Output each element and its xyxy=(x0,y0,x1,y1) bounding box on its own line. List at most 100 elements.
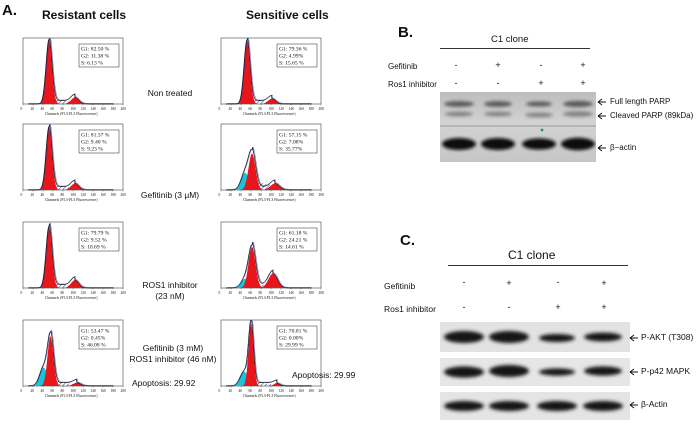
axis-tick: 180 xyxy=(111,193,117,197)
panel-c-gefitinib-label: Gefitinib xyxy=(384,281,416,291)
axis-tick: 160 xyxy=(101,389,107,393)
axis-tick: 20 xyxy=(31,107,35,111)
axis-tick: 20 xyxy=(229,389,233,393)
g1-stat: G1: 57.15 % xyxy=(279,133,308,139)
panel-c-band-actin: β-Actin xyxy=(641,399,668,409)
axis-tick: 100 xyxy=(71,389,77,393)
axis-tick: 0 xyxy=(21,107,23,111)
axis-label: Channels (FL3-FL3 Fluorescence) xyxy=(243,394,296,398)
panel-c-western-blot xyxy=(440,322,630,420)
axis-tick: 60 xyxy=(249,291,253,295)
axis-label: Channels (FL3-FL3 Fluorescence) xyxy=(243,296,296,300)
axis-tick: 100 xyxy=(269,389,275,393)
axis-tick: 200 xyxy=(121,107,127,111)
g2-stat: G2: 9.40 % xyxy=(81,140,107,146)
axis-tick: 180 xyxy=(309,291,315,295)
s-stat: S: 35.77% xyxy=(279,147,303,153)
axis-tick: 180 xyxy=(309,389,315,393)
axis-tick: 120 xyxy=(81,193,87,197)
g1-stat: G1: 79.79 % xyxy=(81,231,110,237)
panel-b-sign-r2-2: - xyxy=(496,78,500,88)
g1-stat: G1: 70.01 % xyxy=(279,329,308,335)
axis-tick: 40 xyxy=(41,389,45,393)
axis-tick: 180 xyxy=(111,291,117,295)
s-stat: S: 29.99 % xyxy=(279,343,304,349)
axis-tick: 40 xyxy=(239,193,243,197)
axis-tick: 80 xyxy=(61,291,65,295)
panel-b-clone-label: C1 clone xyxy=(491,34,529,45)
axis-tick: 0 xyxy=(21,193,23,197)
axis-label: Channels (FL3-FL3 Fluorescence) xyxy=(45,198,98,202)
panel-b-sign-r2-1: - xyxy=(454,78,458,88)
axis-tick: 140 xyxy=(91,389,97,393)
axis-label: Channels (FL3-FL3 Fluorescence) xyxy=(45,394,98,398)
axis-tick: 60 xyxy=(51,107,55,111)
axis-tick: 180 xyxy=(111,107,117,111)
panel-b-sign-r1-4: + xyxy=(580,60,586,70)
axis-tick: 160 xyxy=(101,107,107,111)
axis-tick: 60 xyxy=(249,193,253,197)
axis-label: Channels (FL3-FL3 Fluorescence) xyxy=(243,112,296,116)
apoptosis-resistant: Apoptosis: 29.92 xyxy=(132,378,196,388)
axis-tick: 120 xyxy=(279,291,285,295)
axis-tick: 160 xyxy=(101,291,107,295)
g1-stat: G1: 79.36 % xyxy=(279,47,308,53)
axis-tick: 180 xyxy=(309,107,315,111)
axis-tick: 100 xyxy=(269,193,275,197)
axis-tick: 40 xyxy=(41,193,45,197)
axis-tick: 60 xyxy=(249,389,253,393)
panel-c-ros1-label: Ros1 inhibitor xyxy=(384,304,436,314)
axis-tick: 200 xyxy=(121,193,127,197)
g1-stat: G1: 82.50 % xyxy=(81,47,110,53)
panel-b-ros1-label: Ros1 inhibitor xyxy=(388,80,437,89)
panel-c-sign-r1-2: + xyxy=(506,278,512,288)
s-stat: S: 10.69 % xyxy=(81,245,106,251)
axis-tick: 0 xyxy=(219,291,221,295)
panel-b-sign-r1-2: + xyxy=(495,60,501,70)
g1-stat: G1: 81.37 % xyxy=(81,133,110,139)
panel-b-letter: B. xyxy=(398,24,413,41)
axis-tick: 120 xyxy=(279,389,285,393)
axis-tick: 200 xyxy=(121,291,127,295)
axis-tick: 60 xyxy=(51,389,55,393)
axis-tick: 0 xyxy=(219,389,221,393)
axis-tick: 40 xyxy=(41,107,45,111)
axis-tick: 20 xyxy=(229,291,233,295)
panel-c-sign-r2-4: + xyxy=(601,302,607,312)
axis-tick: 120 xyxy=(279,107,285,111)
g1-stat: G1: 53.47 % xyxy=(81,329,110,335)
panel-c-sign-r1-3: - xyxy=(556,277,560,287)
g2-stat: G2: 0.45% xyxy=(81,336,106,342)
axis-tick: 160 xyxy=(299,389,305,393)
axis-tick: 140 xyxy=(289,291,295,295)
axis-tick: 140 xyxy=(91,107,97,111)
axis-tick: 80 xyxy=(259,291,263,295)
axis-tick: 100 xyxy=(71,193,77,197)
resistant-cells-header: Resistant cells xyxy=(42,8,127,22)
panel-c-sign-r2-1: - xyxy=(462,302,466,312)
axis-tick: 120 xyxy=(81,107,87,111)
axis-tick: 40 xyxy=(239,107,243,111)
panel-b-clone-line xyxy=(440,48,590,49)
axis-tick: 200 xyxy=(319,193,325,197)
axis-tick: 200 xyxy=(319,291,325,295)
g2-stat: G2: 4.99% xyxy=(279,54,304,60)
axis-tick: 120 xyxy=(279,193,285,197)
axis-tick: 80 xyxy=(259,193,263,197)
g2-stat: G2: 24.21 % xyxy=(279,238,308,244)
axis-tick: 0 xyxy=(219,107,221,111)
axis-tick: 140 xyxy=(289,193,295,197)
axis-tick: 200 xyxy=(319,107,325,111)
treatment-label-row4: Gefitinib (3 mM)ROS1 inhibitor (46 nM) xyxy=(129,343,217,364)
panel-a-letter: A. xyxy=(2,2,17,19)
axis-tick: 20 xyxy=(229,107,233,111)
axis-tick: 180 xyxy=(309,193,315,197)
panel-b-band-actin: β−actin xyxy=(610,143,637,152)
axis-tick: 80 xyxy=(259,389,263,393)
panel-b-western-blot xyxy=(440,92,596,162)
axis-label: Channels (FL3-FL3 Fluorescence) xyxy=(45,112,98,116)
panel-c-clone-line xyxy=(448,265,628,266)
panel-c-band-pakt: P-AKT (T308) xyxy=(641,332,694,342)
